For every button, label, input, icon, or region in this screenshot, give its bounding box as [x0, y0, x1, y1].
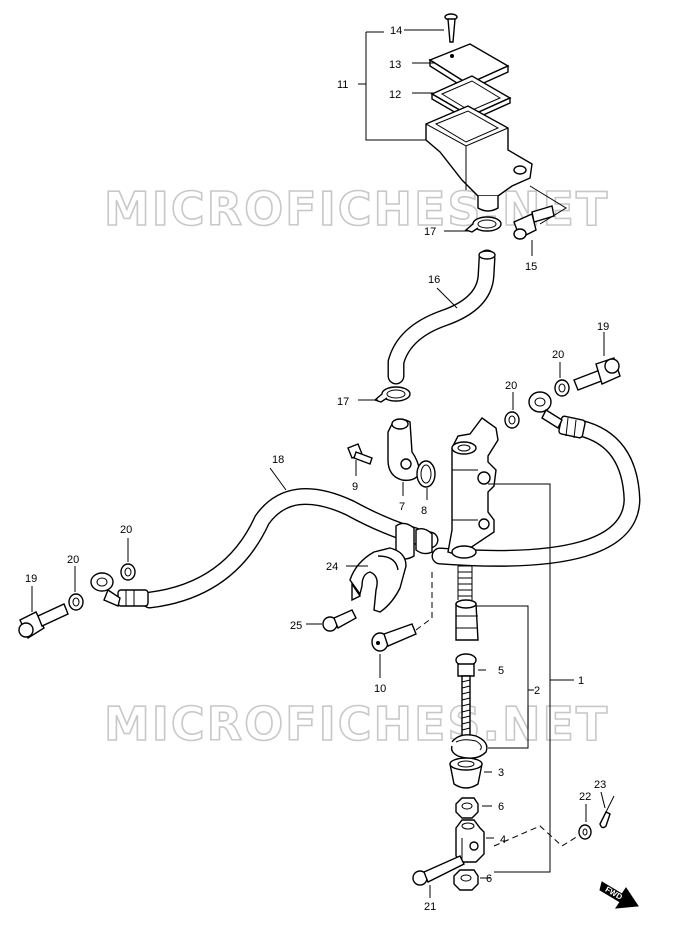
reservoir-screw — [444, 13, 458, 43]
callout-6-upper: 6 — [498, 801, 504, 813]
brake-hose-right — [431, 415, 641, 567]
callout-16: 16 — [428, 274, 440, 286]
cotter-pin-23 — [599, 795, 615, 829]
washer-20-right-b — [554, 379, 570, 397]
callout-18: 18 — [272, 454, 284, 466]
bracket-1 — [488, 483, 551, 873]
callout-10: 10 — [374, 683, 386, 695]
callout-20-left-a: 20 — [120, 524, 132, 536]
nut-6-upper — [455, 797, 479, 819]
callout-5: 5 — [498, 665, 504, 677]
callout-3: 3 — [498, 767, 504, 779]
callout-2: 2 — [534, 685, 540, 697]
screw-25 — [322, 609, 357, 632]
callout-13: 13 — [389, 59, 401, 71]
callout-20-right-b: 20 — [552, 349, 564, 361]
reservoir-body — [425, 105, 533, 212]
callout-23: 23 — [594, 779, 606, 791]
watermark-top: MICROFICHES.NET — [104, 182, 609, 236]
callout-9: 9 — [352, 481, 358, 493]
callout-11: 11 — [337, 79, 348, 91]
master-cylinder-body — [447, 417, 499, 559]
inlet-joint — [387, 418, 421, 482]
callout-22: 22 — [579, 791, 591, 803]
callout-15: 15 — [525, 261, 537, 273]
callout-19-right: 19 — [597, 321, 609, 333]
bolt-10 — [371, 623, 417, 652]
brake-hose-18 — [117, 488, 439, 609]
bracket-11 — [365, 31, 426, 141]
piston-cup — [455, 599, 479, 641]
nut-6-lower — [453, 869, 479, 891]
pin-leader — [493, 825, 579, 847]
spring — [457, 565, 473, 600]
reservoir-bolt — [513, 205, 555, 240]
hose-clamp-lower — [373, 386, 411, 403]
callout-17-upper: 17 — [424, 226, 436, 238]
callout-17-lower: 17 — [337, 396, 349, 408]
callout-7: 7 — [399, 501, 405, 513]
boot-3 — [449, 757, 483, 789]
callout-12: 12 — [389, 89, 401, 101]
callout-20-left-b: 20 — [67, 554, 79, 566]
callout-14: 14 — [390, 25, 402, 37]
clevis-4 — [455, 819, 485, 863]
circlip — [450, 734, 488, 759]
banjo-fitting-left — [90, 572, 121, 607]
washer-20-left-b — [68, 593, 84, 611]
callout-25: 25 — [290, 620, 302, 632]
callout-6-lower: 6 — [486, 873, 492, 885]
callout-8: 8 — [421, 505, 427, 517]
union-bolt-19-left — [18, 603, 69, 640]
callout-24: 24 — [326, 561, 338, 573]
callout-19-left: 19 — [25, 573, 37, 585]
hose-clamp-24 — [349, 547, 407, 613]
callout-20-right-a: 20 — [505, 380, 517, 392]
pushrod-5 — [455, 653, 477, 737]
watermark-bottom: MICROFICHES.NET — [104, 697, 609, 751]
banjo-fitting-right — [528, 391, 563, 430]
washer-22 — [578, 824, 592, 840]
union-bolt-19-right — [573, 357, 621, 391]
hose-16 — [387, 249, 496, 385]
washer-20-left-a — [120, 563, 136, 581]
callout-4: 4 — [500, 834, 506, 846]
callout-1: 1 — [578, 675, 584, 687]
clevis-pin-21 — [412, 855, 465, 886]
washer-20-right-a — [504, 411, 520, 429]
o-ring-8 — [416, 460, 436, 488]
forward-arrow-icon: FWD — [599, 881, 639, 909]
callout-21: 21 — [424, 901, 436, 913]
screw-9 — [347, 443, 373, 465]
bracket-2 — [476, 605, 529, 749]
